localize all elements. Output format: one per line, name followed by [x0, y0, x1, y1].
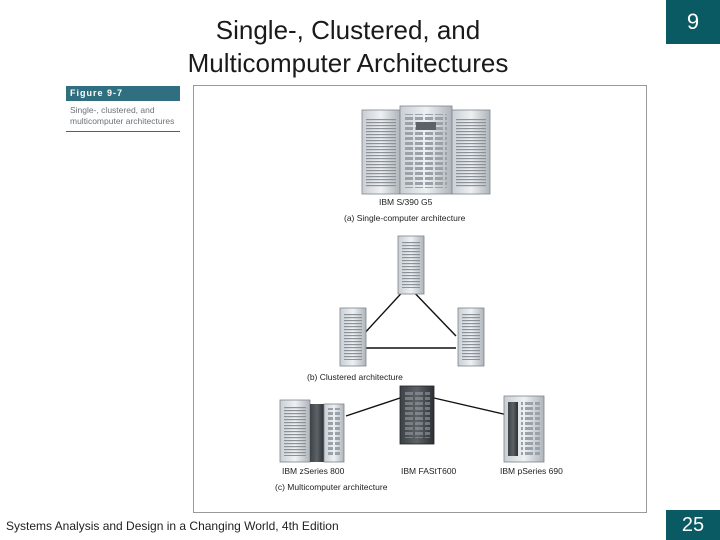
figure-caption: Figure 9-7 Single-, clustered, and multi…	[66, 86, 180, 132]
chapter-number-badge: 9	[666, 0, 720, 44]
mainframe-server-icon	[361, 105, 491, 195]
slide-title: Single-, Clustered, and Multicomputer Ar…	[140, 14, 556, 80]
footer-text: Systems Analysis and Design in a Changin…	[6, 519, 339, 533]
figure-image: IBM S/390 G5 (a) Single-computer archite…	[193, 85, 647, 513]
label-section-b: (b) Clustered architecture	[307, 372, 403, 382]
label-fastt: IBM FAStT600	[401, 466, 457, 476]
title-line-2: Multicomputer Architectures	[187, 48, 509, 78]
label-section-a: (a) Single-computer architecture	[344, 213, 466, 223]
fastt600-storage-icon	[399, 385, 435, 445]
zseries-server-icon	[279, 399, 345, 463]
label-mainframe: IBM S/390 G5	[379, 197, 433, 207]
multicomputer-links	[345, 397, 513, 417]
cluster-server-right-icon	[457, 307, 485, 367]
cluster-server-top-icon	[397, 235, 425, 295]
label-pseries: IBM pSeries 690	[500, 466, 563, 476]
title-line-1: Single-, Clustered, and	[215, 15, 481, 45]
label-zseries: IBM zSeries 800	[282, 466, 345, 476]
figure-tag: Figure 9-7	[66, 86, 180, 101]
pseries-server-icon	[503, 395, 545, 463]
figure-description: Single-, clustered, and multicomputer ar…	[66, 101, 180, 132]
page-number-badge: 25	[666, 510, 720, 540]
cluster-server-left-icon	[339, 307, 367, 367]
architecture-diagram	[279, 105, 545, 463]
cluster-links	[361, 285, 457, 349]
label-section-c: (c) Multicomputer architecture	[275, 482, 388, 492]
